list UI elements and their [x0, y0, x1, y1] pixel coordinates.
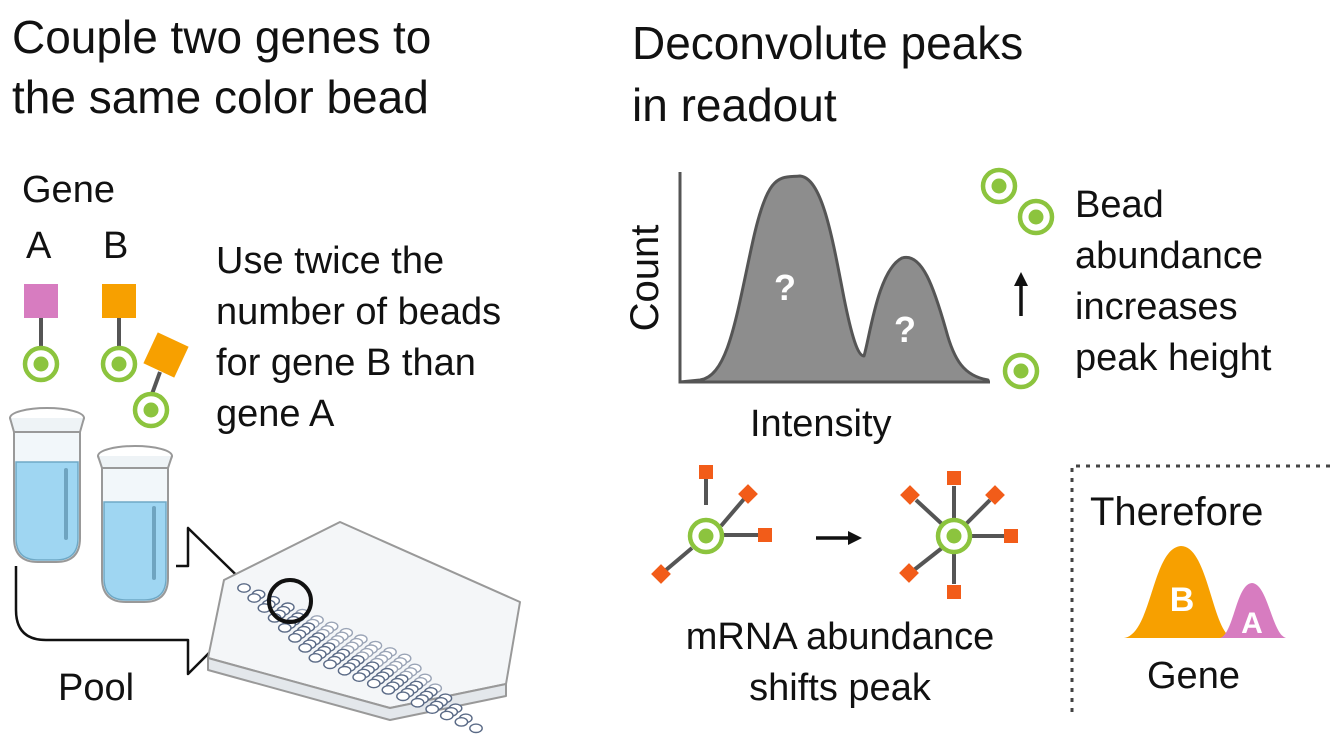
plate-well — [308, 653, 323, 663]
mrna-note-line-1: mRNA abundance — [685, 616, 995, 658]
peak-2-unknown: ? — [894, 309, 916, 350]
y-axis-label: Count — [623, 225, 667, 332]
result-peak-a — [1220, 583, 1286, 638]
plate-well — [381, 685, 396, 695]
mrna-marker — [947, 585, 961, 599]
bead-icon-top-1 — [983, 170, 1015, 202]
bead-abundance-note: Bead abundance increases peak height — [1075, 180, 1272, 384]
left-title-line-1: Couple two genes to — [12, 11, 432, 63]
gene-b-square — [102, 284, 136, 318]
plate-well — [352, 672, 367, 682]
plate-well — [323, 659, 337, 670]
gene-b-bead-extra — [135, 394, 167, 426]
histogram-axes — [678, 172, 990, 384]
bead-icon — [938, 520, 970, 552]
instruction-line-1: Use twice the — [216, 240, 445, 282]
bead-note-line-3: increases — [1075, 285, 1238, 328]
plate-well — [366, 678, 381, 689]
gene-b-conjugate-2 — [135, 332, 189, 426]
well-plate — [207, 521, 521, 734]
histogram — [678, 172, 990, 384]
instruction-text: Use twice the number of beads for gene B… — [216, 236, 501, 440]
plate-well — [396, 691, 410, 702]
gene-b-bead — [103, 348, 135, 380]
plate-well — [454, 717, 469, 727]
right-title-line-1: Deconvolute peaks — [632, 17, 1024, 69]
gene-a-conjugate — [24, 284, 58, 380]
x-axis-label: Intensity — [750, 403, 892, 445]
instruction-line-4: gene A — [216, 392, 335, 435]
gene-b-label: B — [103, 225, 129, 267]
left-title-line-2: the same color bead — [12, 71, 429, 123]
bead-icon-bottom — [1005, 355, 1037, 387]
gene-a-bead — [25, 348, 57, 380]
result-label-a: A — [1241, 607, 1263, 640]
shift-arrow — [816, 531, 862, 545]
pool-label: Pool — [58, 667, 135, 709]
mrna-marker — [758, 528, 772, 542]
result-frame — [1070, 464, 1334, 712]
test-tube-a — [9, 407, 85, 563]
peak-1-unknown: ? — [774, 267, 796, 308]
bead-note-line-1: Bead — [1075, 184, 1164, 226]
mrna-high-bead — [899, 471, 1018, 599]
result-peaks — [1124, 546, 1286, 638]
plate-well — [277, 623, 292, 633]
therefore-label: Therefore — [1090, 490, 1264, 534]
gene-b-square-tilted — [143, 332, 189, 378]
selected-well-marker — [267, 578, 313, 624]
mrna-marker — [947, 471, 961, 485]
plate-well — [237, 583, 251, 593]
plate-well — [288, 633, 302, 643]
increase-arrow — [1014, 272, 1028, 316]
bead-note-line-2: abundance — [1075, 234, 1264, 277]
mrna-marker — [699, 465, 713, 479]
gene-a-label: A — [26, 225, 52, 267]
histogram-peaks — [678, 174, 990, 384]
mrna-note-line-2: shifts peak — [749, 666, 931, 709]
plate-well — [469, 723, 483, 734]
bead-icon — [690, 520, 722, 552]
gene-heading: Gene — [22, 169, 115, 211]
plate-well — [247, 593, 262, 603]
result-axis-label: Gene — [1147, 655, 1240, 697]
result-label-b: B — [1170, 581, 1195, 619]
bead-icon-top-2 — [1020, 201, 1052, 233]
plate-well — [298, 643, 313, 653]
bead-note-line-4: peak height — [1075, 336, 1272, 379]
gene-b-conjugate-1 — [102, 284, 136, 380]
gene-a-square — [24, 284, 58, 318]
instruction-line-3: for gene B than — [216, 341, 476, 384]
plate-well — [439, 710, 454, 721]
plate-well — [337, 665, 352, 676]
plate-well — [410, 697, 425, 708]
right-title-line-2: in readout — [632, 79, 837, 131]
plate-well — [425, 704, 440, 714]
mrna-marker — [1004, 529, 1018, 543]
instruction-line-2: number of beads — [216, 290, 502, 333]
test-tube-b — [97, 445, 173, 603]
mrna-low-bead — [651, 465, 772, 584]
mrna-abundance-note: mRNA abundance shifts peak — [640, 612, 1040, 714]
result-peak-b — [1124, 546, 1232, 638]
